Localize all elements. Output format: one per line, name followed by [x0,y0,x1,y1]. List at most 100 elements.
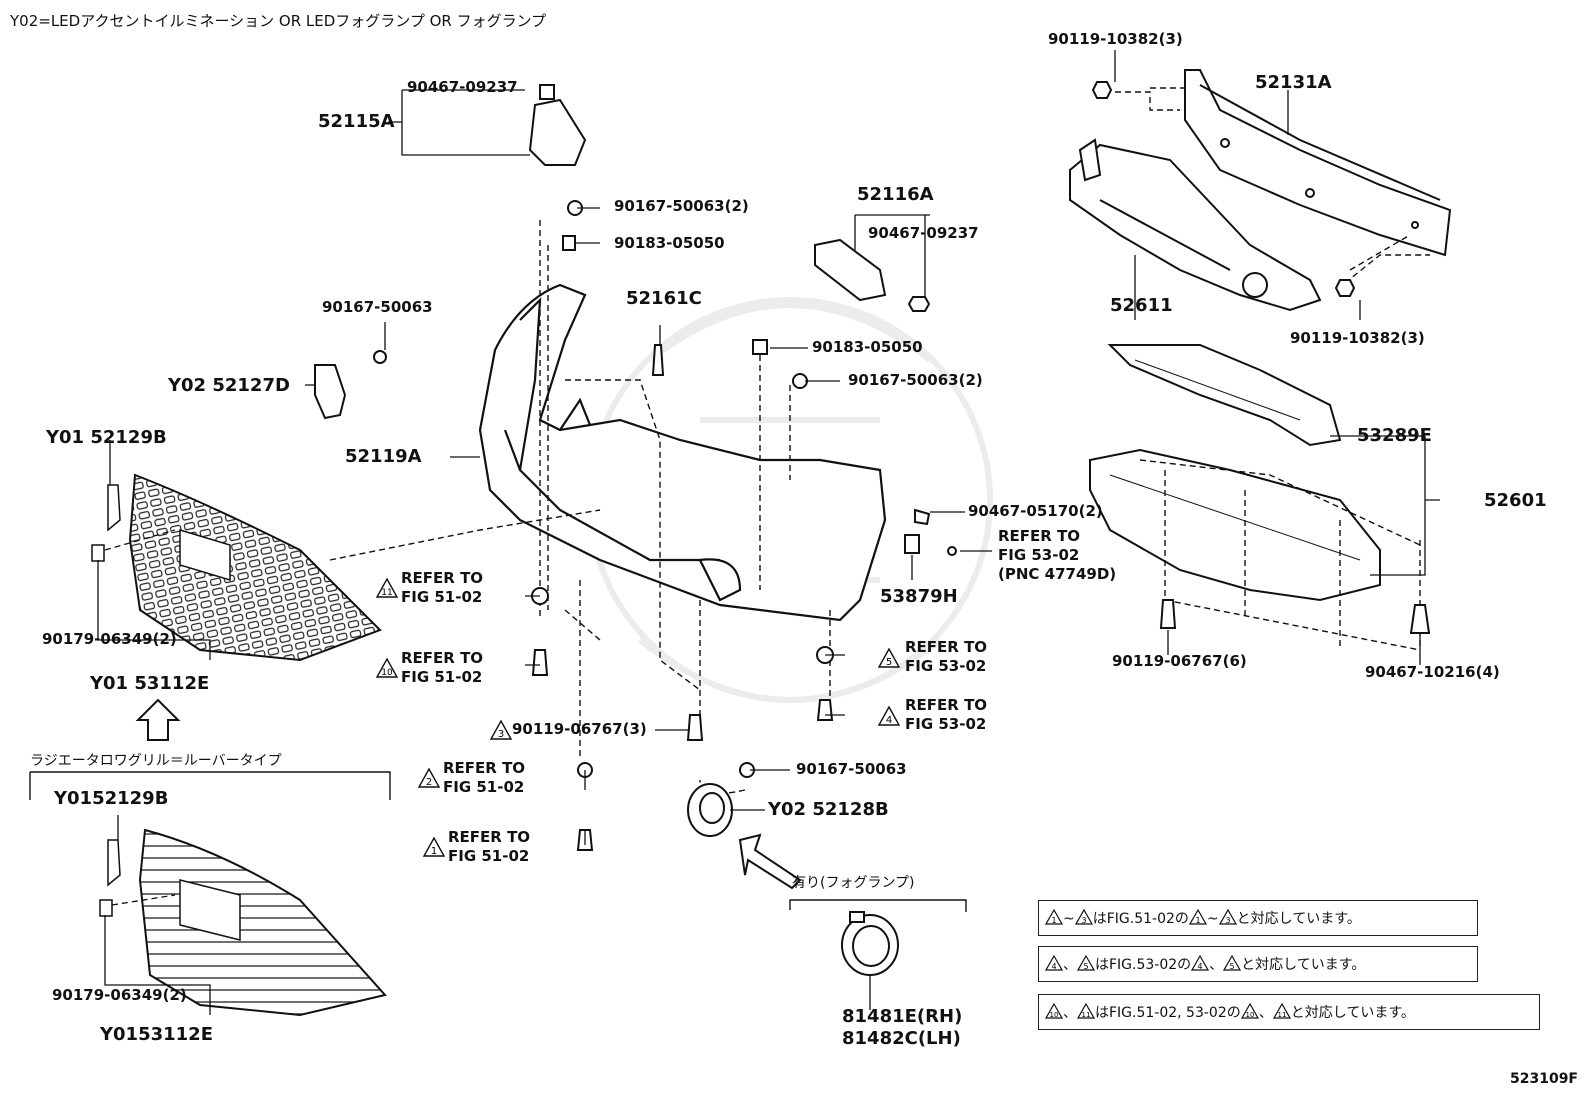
svg-text:5: 5 [886,657,892,668]
label-90167-50063-2-b[interactable]: 90167-50063(2) [848,371,983,389]
triangle-icon: 11 [1272,997,1291,1019]
label-90467-10216[interactable]: 90467-10216(4) [1365,663,1500,681]
note-sep: 、 [1063,1005,1077,1021]
refer-line1: REFER TO [401,569,484,587]
triangle-4-icon: 4 [878,706,900,726]
label-81482C[interactable]: 81482C(LH) [842,1028,961,1049]
svg-text:5: 5 [1230,962,1235,971]
triangle-icon: 10 [1240,997,1259,1019]
label-90119-10382-bottom[interactable]: 90119-10382(3) [1290,329,1425,347]
label-52161C[interactable]: 52161C [626,288,702,309]
svg-text:3: 3 [1081,916,1086,925]
triangle-icon: 4 [1044,949,1064,971]
label-90183-05050-b[interactable]: 90183-05050 [812,338,923,356]
svg-text:10: 10 [381,668,393,678]
refer-line2: FIG 51-02 [443,778,525,796]
header-note: Y02=LEDアクセントイルミネーション OR LEDフォグランプ OR フォグ… [10,12,547,30]
refer-line2: FIG 53-02 [998,546,1080,564]
up-arrow-icon [135,698,181,741]
svg-text:5: 5 [1083,962,1088,971]
label-90167-50063-2-a[interactable]: 90167-50063(2) [614,197,749,215]
note-text: と対応しています。 [1290,1005,1415,1021]
label-90183-05050-a[interactable]: 90183-05050 [614,234,725,252]
svg-text:11: 11 [381,588,392,598]
note-sep: 、 [1063,957,1077,973]
cover-53289E [1107,344,1342,447]
arrow-icon [738,833,802,890]
refer-line2: FIG 51-02 [448,847,530,865]
bracket-52115A [528,84,587,166]
triangle-icon: 1 [1188,903,1207,925]
refer-line2: FIG 53-02 [905,657,987,675]
label-52127D[interactable]: Y02 52127D [168,375,290,396]
refer-line1: REFER TO [905,696,988,714]
label-90179-06349-b[interactable]: 90179-06349(2) [52,986,187,1004]
grille-53112E-upper [91,473,382,662]
bezel-52127D [314,350,387,420]
label-52129B-louver[interactable]: Y0152129B [54,788,169,809]
bezel-52128B [687,783,733,837]
label-52128B[interactable]: Y02 52128B [768,799,889,820]
note-sep: ~ [1063,911,1075,927]
fog-lamp-note: 有り(フォグランプ) [792,875,915,891]
note-text: はFIG.51-02, 53-02の [1095,1005,1241,1021]
svg-text:11: 11 [1277,1011,1286,1019]
label-90119-06767-6[interactable]: 90119-06767(6) [1112,652,1247,670]
svg-text:11: 11 [1082,1011,1091,1019]
svg-text:3: 3 [498,729,504,740]
label-52611[interactable]: 52611 [1110,295,1173,316]
svg-text:4: 4 [1051,962,1056,971]
triangle-icon: 1 [1044,903,1064,925]
cover-52601 [1089,448,1381,602]
triangle-icon: 10 [1044,997,1064,1019]
note-text: はFIG.53-02の [1095,957,1192,973]
label-52115A[interactable]: 52115A [318,111,395,132]
label-90167-50063-a[interactable]: 90167-50063 [322,298,433,316]
note-text: と対応しています。 [1236,911,1361,927]
svg-text:2: 2 [426,777,432,788]
triangle-3-icon: 3 [490,720,512,740]
label-52119A[interactable]: 52119A [345,446,422,467]
label-90467-09237-b[interactable]: 90467-09237 [868,224,979,242]
label-90119-06767-3[interactable]: 90119-06767(3) [512,720,647,738]
refer-line1: REFER TO [998,527,1081,545]
refer-line1: REFER TO [443,759,526,777]
svg-text:1: 1 [431,846,437,857]
label-52601[interactable]: 52601 [1484,490,1547,511]
triangle-1-icon: 1 [423,837,445,857]
label-90467-09237-a[interactable]: 90467-09237 [407,78,518,96]
label-90179-06349-a[interactable]: 90179-06349(2) [42,630,177,648]
label-52116A[interactable]: 52116A [857,184,934,205]
label-53289E[interactable]: 53289E [1357,425,1432,446]
label-90167-50063-b[interactable]: 90167-50063 [796,760,907,778]
note-text: と対応しています。 [1241,957,1366,973]
refer-line2: FIG 53-02 [905,715,987,733]
label-53112E-louver[interactable]: Y0153112E [100,1024,214,1045]
label-53112E-a[interactable]: Y01 53112E [90,673,210,694]
note-sep: ~ [1206,911,1219,927]
svg-text:10: 10 [1050,1011,1059,1019]
label-90467-05170[interactable]: 90467-05170(2) [968,502,1103,520]
refer-line2: FIG 51-02 [401,588,483,606]
label-52131A[interactable]: 52131A [1255,72,1332,93]
label-90119-10382-top[interactable]: 90119-10382(3) [1048,30,1183,48]
refer-line1: REFER TO [905,638,988,656]
label-52129B[interactable]: Y01 52129B [46,427,167,448]
triangle-2-icon: 2 [418,768,440,788]
figure-id: 523109F [1509,1071,1578,1087]
triangle-icon: 4 [1191,949,1210,971]
label-81481E[interactable]: 81481E(RH) [842,1006,963,1027]
refer-line1: REFER TO [401,649,484,667]
svg-text:3: 3 [1225,916,1230,925]
label-53879H[interactable]: 53879H [880,586,958,607]
svg-text:10: 10 [1245,1011,1254,1019]
